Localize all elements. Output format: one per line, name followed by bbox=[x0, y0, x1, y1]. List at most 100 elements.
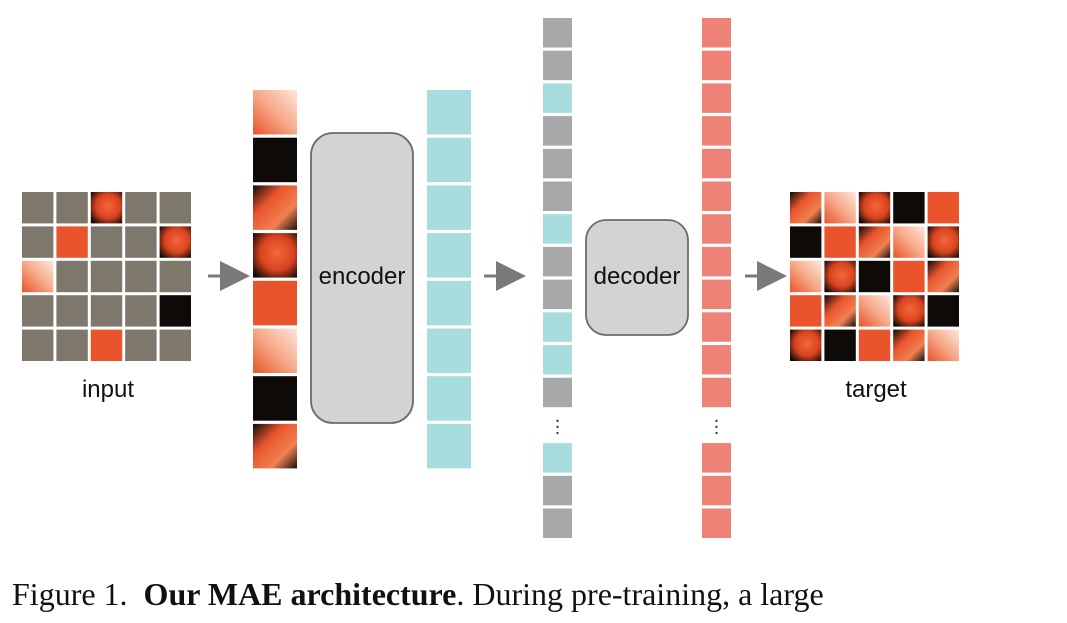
target-patch bbox=[858, 260, 891, 293]
visible-patch-2 bbox=[253, 137, 297, 183]
caption-bold-title: Our MAE architecture bbox=[143, 576, 457, 612]
mask-token bbox=[543, 279, 572, 310]
encoded-token bbox=[543, 312, 572, 342]
decoder-block bbox=[585, 219, 689, 336]
mask-token bbox=[543, 50, 572, 81]
masked-patch bbox=[90, 226, 123, 258]
decoder-output-token bbox=[702, 345, 731, 375]
visible-patch-4 bbox=[253, 233, 297, 278]
visible-patch bbox=[90, 329, 123, 361]
output-ellipsis: ⋮ bbox=[708, 416, 726, 436]
visible-patch bbox=[159, 295, 191, 327]
visible-patch bbox=[56, 226, 88, 258]
target-patch bbox=[824, 329, 856, 361]
masked-patch bbox=[56, 192, 88, 224]
caption-rest: . During pre-training, a large bbox=[456, 576, 824, 612]
decoder-output-token bbox=[702, 246, 731, 277]
encoded-token-2 bbox=[427, 137, 471, 183]
encoded-tokens-column bbox=[427, 90, 471, 469]
encoded-token-3 bbox=[427, 185, 471, 230]
target-patch bbox=[893, 260, 925, 293]
visible-patch bbox=[159, 226, 191, 258]
sequence-ellipsis: ⋮ bbox=[549, 416, 567, 436]
target-patch bbox=[790, 226, 822, 258]
encoded-token-6 bbox=[427, 328, 471, 373]
decoder-output-token bbox=[702, 443, 731, 473]
target-patch bbox=[824, 295, 856, 327]
masked-patch bbox=[159, 329, 191, 361]
visible-patch bbox=[22, 260, 54, 293]
mask-token bbox=[543, 377, 572, 408]
encoded-token bbox=[543, 214, 572, 244]
visible-patch-7 bbox=[253, 376, 297, 421]
target-patch bbox=[858, 329, 891, 361]
target-patch bbox=[893, 226, 925, 258]
visible-patch-5 bbox=[253, 280, 297, 326]
masked-patch bbox=[159, 260, 191, 293]
full-token-sequence-column: ⋮ bbox=[543, 18, 572, 538]
target-patch bbox=[790, 295, 822, 327]
figure-caption: Figure 1. Our MAE architecture. During p… bbox=[12, 574, 1062, 614]
mask-token bbox=[543, 18, 572, 48]
visible-patch-1 bbox=[253, 90, 297, 135]
decoder-output-token bbox=[702, 214, 731, 244]
target-image-grid bbox=[790, 192, 959, 361]
mask-token bbox=[543, 148, 572, 179]
target-patch bbox=[824, 260, 856, 293]
target-patch bbox=[893, 295, 925, 327]
decoder-output-token bbox=[702, 508, 731, 538]
decoder-output-token bbox=[702, 279, 731, 310]
target-patch bbox=[824, 192, 856, 224]
masked-patch bbox=[56, 295, 88, 327]
decoder-output-token bbox=[702, 475, 731, 506]
encoded-token bbox=[543, 345, 572, 375]
decoder-output-token bbox=[702, 312, 731, 342]
mask-token bbox=[543, 508, 572, 538]
decoder-output-token bbox=[702, 83, 731, 113]
mask-token bbox=[543, 246, 572, 277]
decoder-output-token bbox=[702, 148, 731, 179]
masked-patch bbox=[125, 260, 157, 293]
decoder-output-token bbox=[702, 181, 731, 211]
encoded-token-4 bbox=[427, 233, 471, 278]
target-patch bbox=[858, 192, 891, 224]
encoded-token-5 bbox=[427, 280, 471, 326]
masked-patch bbox=[159, 192, 191, 224]
target-patch bbox=[927, 329, 959, 361]
decoder-label: decoder bbox=[594, 263, 681, 290]
masked-patch bbox=[125, 226, 157, 258]
target-patch bbox=[927, 192, 959, 224]
decoder-output-token bbox=[702, 18, 731, 48]
decoder-output-token bbox=[702, 50, 731, 81]
mask-token bbox=[543, 181, 572, 211]
masked-patch bbox=[22, 295, 54, 327]
masked-patch bbox=[90, 260, 123, 293]
target-patch bbox=[927, 295, 959, 327]
input-image-grid bbox=[22, 192, 191, 361]
mae-architecture-diagram: input encoder ⋮ decoder ⋮ target bbox=[22, 18, 959, 538]
input-label: input bbox=[82, 376, 134, 403]
mask-token bbox=[543, 475, 572, 506]
encoder-block bbox=[310, 132, 414, 424]
decoder-output-token bbox=[702, 377, 731, 408]
target-patch bbox=[824, 226, 856, 258]
target-patch bbox=[790, 192, 822, 224]
visible-patch bbox=[90, 192, 123, 224]
masked-patch bbox=[22, 192, 54, 224]
target-label: target bbox=[845, 376, 907, 403]
target-patch bbox=[790, 329, 822, 361]
target-patch bbox=[858, 226, 891, 258]
visible-patch-6 bbox=[253, 328, 297, 373]
visible-patch-3 bbox=[253, 185, 297, 230]
masked-patch bbox=[56, 329, 88, 361]
encoded-token-1 bbox=[427, 90, 471, 135]
encoded-token-7 bbox=[427, 376, 471, 421]
target-patch bbox=[893, 329, 925, 361]
mask-token bbox=[543, 116, 572, 146]
visible-patches-column bbox=[253, 90, 297, 469]
masked-patch bbox=[125, 329, 157, 361]
masked-patch bbox=[125, 192, 157, 224]
target-patch bbox=[893, 192, 925, 224]
decoder-output-token bbox=[702, 116, 731, 146]
masked-patch bbox=[56, 260, 88, 293]
